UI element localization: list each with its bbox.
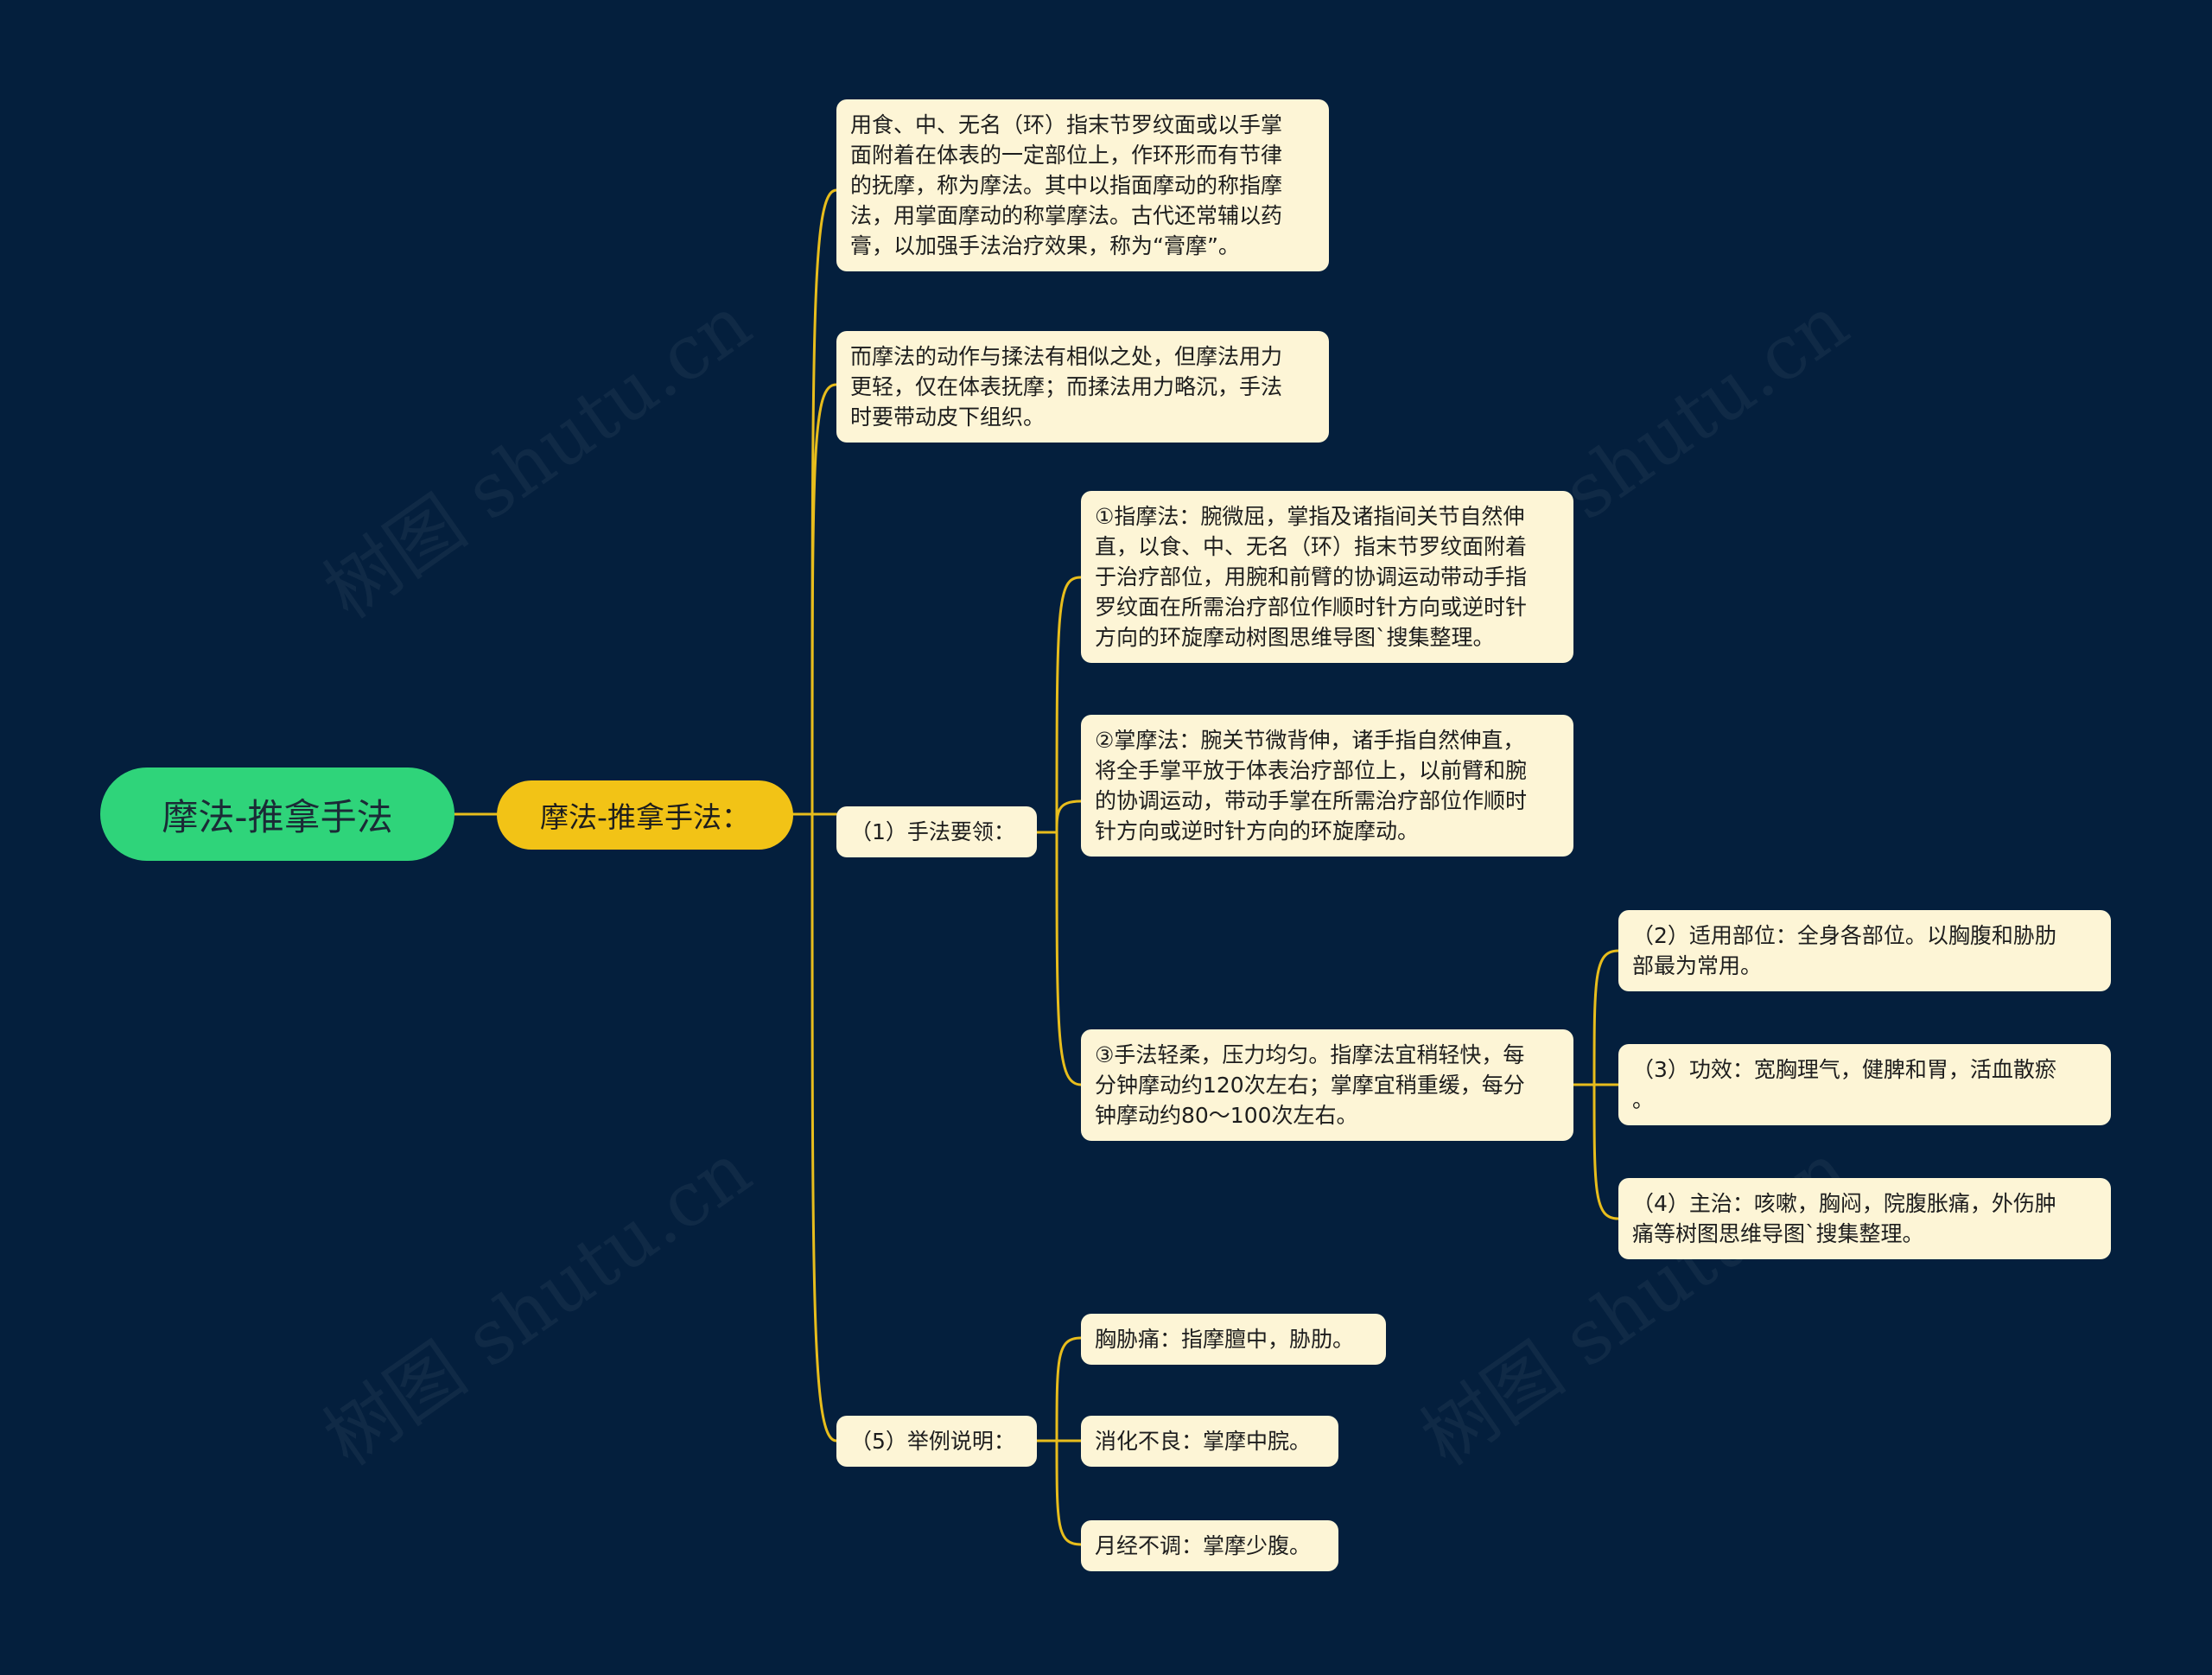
indications-node[interactable]: （4）主治：咳嗽，胸闷，院腹胀痛，外伤肿 痛等树图思维导图`搜集整理。 xyxy=(1618,1178,2111,1259)
connector-branch-palm-rub xyxy=(1055,799,1083,834)
root-node[interactable]: 摩法-推拿手法 xyxy=(100,767,454,861)
example-menses-node[interactable]: 月经不调：掌摩少腹。 xyxy=(1081,1520,1338,1571)
main-topic-label: 摩法-推拿手法： xyxy=(540,800,750,834)
connector-branch-finger-rub xyxy=(1055,576,1083,834)
connector-branch-examples xyxy=(810,812,838,1443)
connector-branch-comparison xyxy=(810,383,838,816)
light-soft-node[interactable]: ③手法轻柔，压力均匀。指摩法宜稍轻快，每 分钟摩动约120次左右；掌摩宜稍重缓，… xyxy=(1081,1029,1573,1141)
root-node-label: 摩法-推拿手法 xyxy=(162,795,393,838)
connector-branch-ex-menses xyxy=(1055,1439,1083,1546)
sites-node[interactable]: （2）适用部位：全身各部位。以胸腹和胁肋 部最为常用。 xyxy=(1618,910,2111,991)
connector-branch-indications xyxy=(1592,1083,1620,1220)
palm-rub-node[interactable]: ②掌摩法：腕关节微背伸，诸手指自然伸直， 将全手掌平放于体表治疗部位上，以前臂和… xyxy=(1081,715,1573,857)
example-digestion-node[interactable]: 消化不良：掌摩中脘。 xyxy=(1081,1416,1338,1467)
connector-branch-ex-chest xyxy=(1055,1336,1083,1443)
definition-node[interactable]: 用食、中、无名（环）指末节罗纹面或以手掌 面附着在体表的一定部位上，作环形而有节… xyxy=(836,99,1329,271)
main-topic-node[interactable]: 摩法-推拿手法： xyxy=(497,780,793,850)
comparison-node[interactable]: 而摩法的动作与揉法有相似之处，但摩法用力 更轻，仅在体表抚摩；而揉法用力略沉，手… xyxy=(836,331,1329,443)
essentials-node[interactable]: （1）手法要领： xyxy=(836,806,1037,857)
connector-branch-sites xyxy=(1592,949,1620,1086)
effects-node[interactable]: （3）功效：宽胸理气，健脾和胃，活血散瘀 。 xyxy=(1618,1044,2111,1125)
connector-branch-definition xyxy=(810,188,838,816)
finger-rub-node[interactable]: ①指摩法：腕微屈，掌指及诸指间关节自然伸 直，以食、中、无名（环）指末节罗纹面附… xyxy=(1081,491,1573,663)
examples-node[interactable]: （5）举例说明： xyxy=(836,1416,1037,1467)
connector-branch-light-soft xyxy=(1055,831,1083,1086)
example-chest-node[interactable]: 胸胁痛：指摩膻中，胁肋。 xyxy=(1081,1314,1386,1365)
